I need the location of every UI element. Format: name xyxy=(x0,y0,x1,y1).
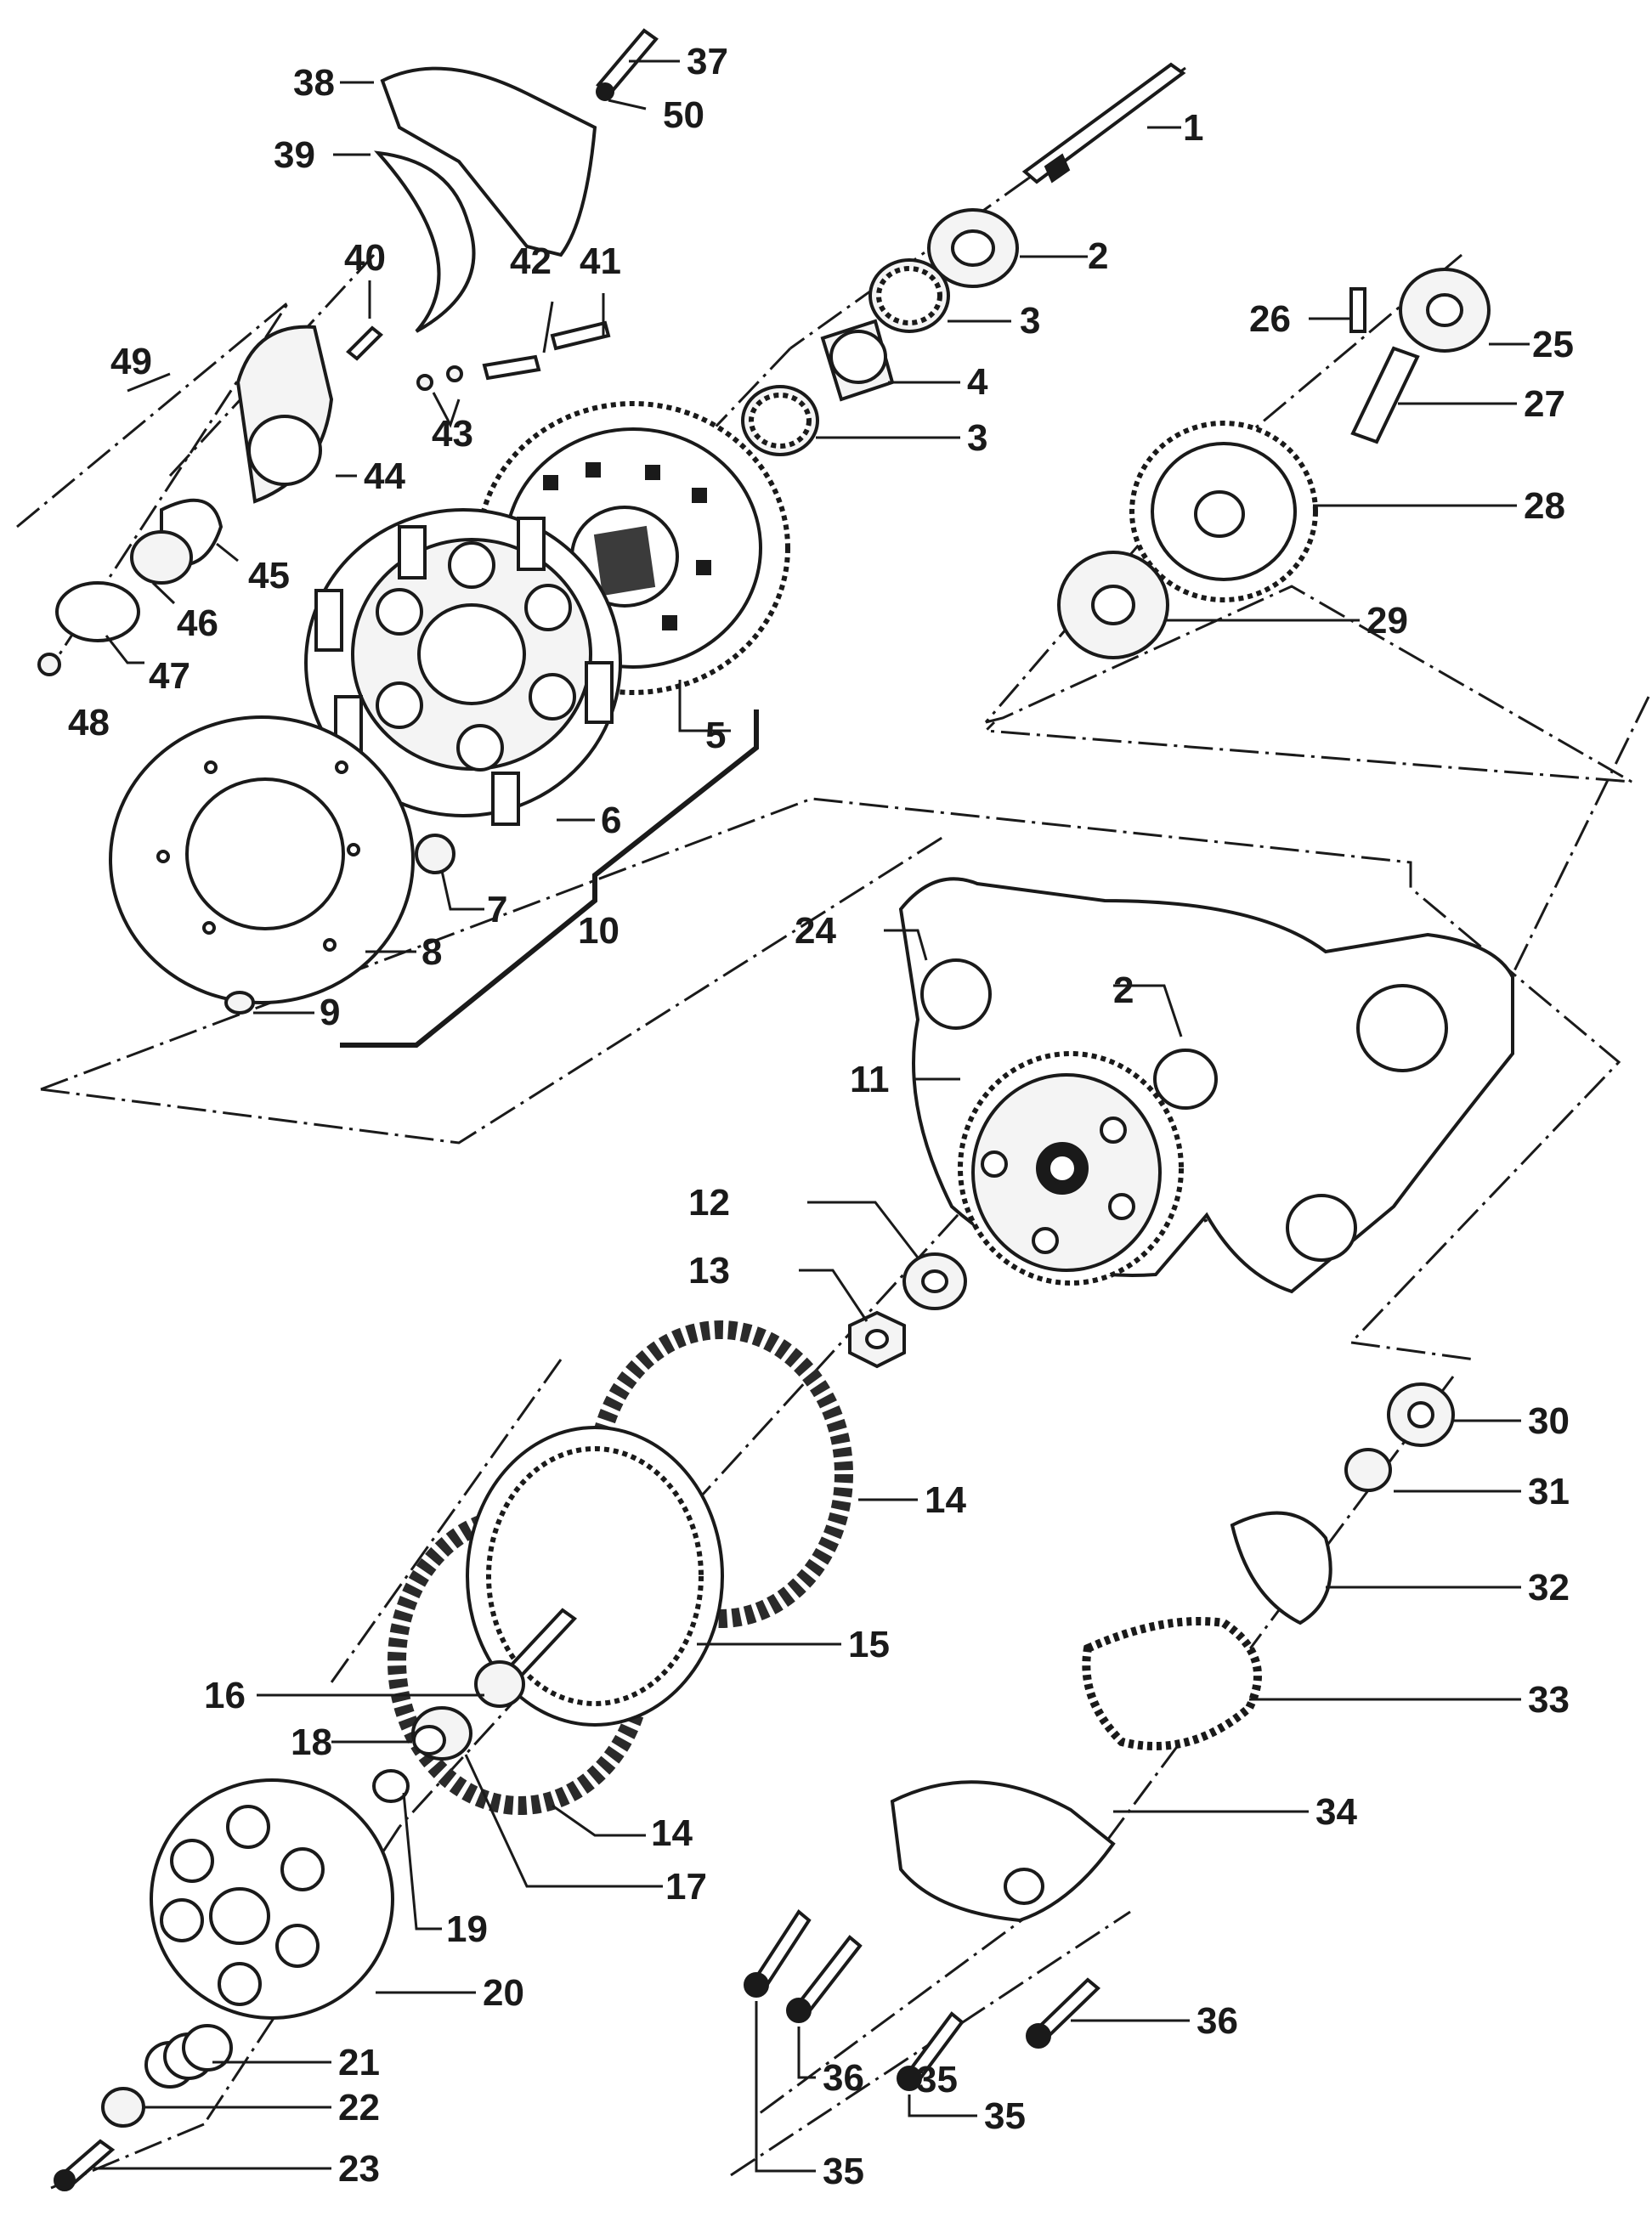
callout-39: 39 xyxy=(274,134,315,176)
callout-12: 12 xyxy=(688,1182,730,1224)
callout-2: 2 xyxy=(1113,970,1134,1011)
callout-10: 10 xyxy=(578,910,620,952)
callout-35: 35 xyxy=(984,2095,1026,2137)
callout-2: 2 xyxy=(1088,235,1108,277)
callout-18: 18 xyxy=(291,1721,332,1763)
callout-36: 36 xyxy=(1197,2000,1238,2042)
leader-lines xyxy=(93,59,1530,2173)
callout-48: 48 xyxy=(68,702,110,743)
callout-labels: 1 2 3 4 3 5 6 7 8 9 10 11 12 13 14 15 14… xyxy=(68,41,1574,2192)
callout-41: 41 xyxy=(580,240,621,282)
callout-1: 1 xyxy=(1183,107,1203,149)
callout-11: 11 xyxy=(850,1059,890,1100)
callout-13: 13 xyxy=(688,1250,730,1292)
bearing-set-upper xyxy=(741,208,1019,456)
callout-4: 4 xyxy=(967,361,988,403)
callout-31: 31 xyxy=(1528,1471,1570,1512)
callout-16: 16 xyxy=(204,1675,246,1716)
nut-plate-bolt xyxy=(109,715,455,1015)
callout-17: 17 xyxy=(665,1866,707,1908)
callout-34: 34 xyxy=(1315,1791,1357,1833)
callout-3: 3 xyxy=(967,417,987,459)
callout-33: 33 xyxy=(1528,1679,1570,1721)
callout-38: 38 xyxy=(293,62,335,104)
callout-30: 30 xyxy=(1528,1400,1570,1442)
callout-35: 35 xyxy=(916,2059,958,2100)
callout-50: 50 xyxy=(663,94,704,136)
callout-29: 29 xyxy=(1366,600,1408,642)
right-upper-group xyxy=(1057,268,1491,659)
callout-7: 7 xyxy=(487,889,507,930)
callout-20: 20 xyxy=(483,1972,524,2014)
clutch-hub xyxy=(958,1051,1184,1286)
water-pump-group xyxy=(744,1382,1455,2091)
callout-19: 19 xyxy=(446,1908,488,1950)
callout-22: 22 xyxy=(338,2087,380,2128)
callout-42: 42 xyxy=(510,240,552,282)
callout-45: 45 xyxy=(248,555,290,596)
callout-47: 47 xyxy=(149,655,190,697)
callout-5: 5 xyxy=(705,715,726,756)
group-bracket-10 xyxy=(340,709,759,1048)
callout-28: 28 xyxy=(1524,485,1565,527)
shaft xyxy=(1021,62,1186,184)
callout-26: 26 xyxy=(1249,298,1291,340)
callout-37: 37 xyxy=(687,41,728,82)
lower-left-group xyxy=(54,1608,578,2191)
callout-32: 32 xyxy=(1528,1567,1570,1608)
callout-44: 44 xyxy=(364,455,405,497)
callout-43: 43 xyxy=(432,413,473,455)
clutch-basket xyxy=(304,508,622,826)
callout-40: 40 xyxy=(344,237,386,279)
callout-24: 24 xyxy=(795,910,836,952)
callout-6: 6 xyxy=(601,800,621,841)
callout-14: 14 xyxy=(925,1479,966,1521)
callout-14: 14 xyxy=(651,1812,693,1854)
callout-3: 3 xyxy=(1020,300,1040,342)
washer-and-nut xyxy=(848,1252,967,1369)
callout-21: 21 xyxy=(338,2042,380,2083)
callout-25: 25 xyxy=(1532,324,1574,365)
callout-9: 9 xyxy=(320,992,340,1033)
callout-15: 15 xyxy=(848,1624,890,1665)
callout-46: 46 xyxy=(177,602,218,644)
callout-35: 35 xyxy=(823,2151,864,2192)
callout-49: 49 xyxy=(110,341,152,382)
upper-left-group xyxy=(37,28,659,676)
callout-23: 23 xyxy=(338,2148,380,2190)
callout-27: 27 xyxy=(1524,383,1565,425)
callout-36: 36 xyxy=(823,2057,864,2099)
callout-8: 8 xyxy=(421,931,442,973)
